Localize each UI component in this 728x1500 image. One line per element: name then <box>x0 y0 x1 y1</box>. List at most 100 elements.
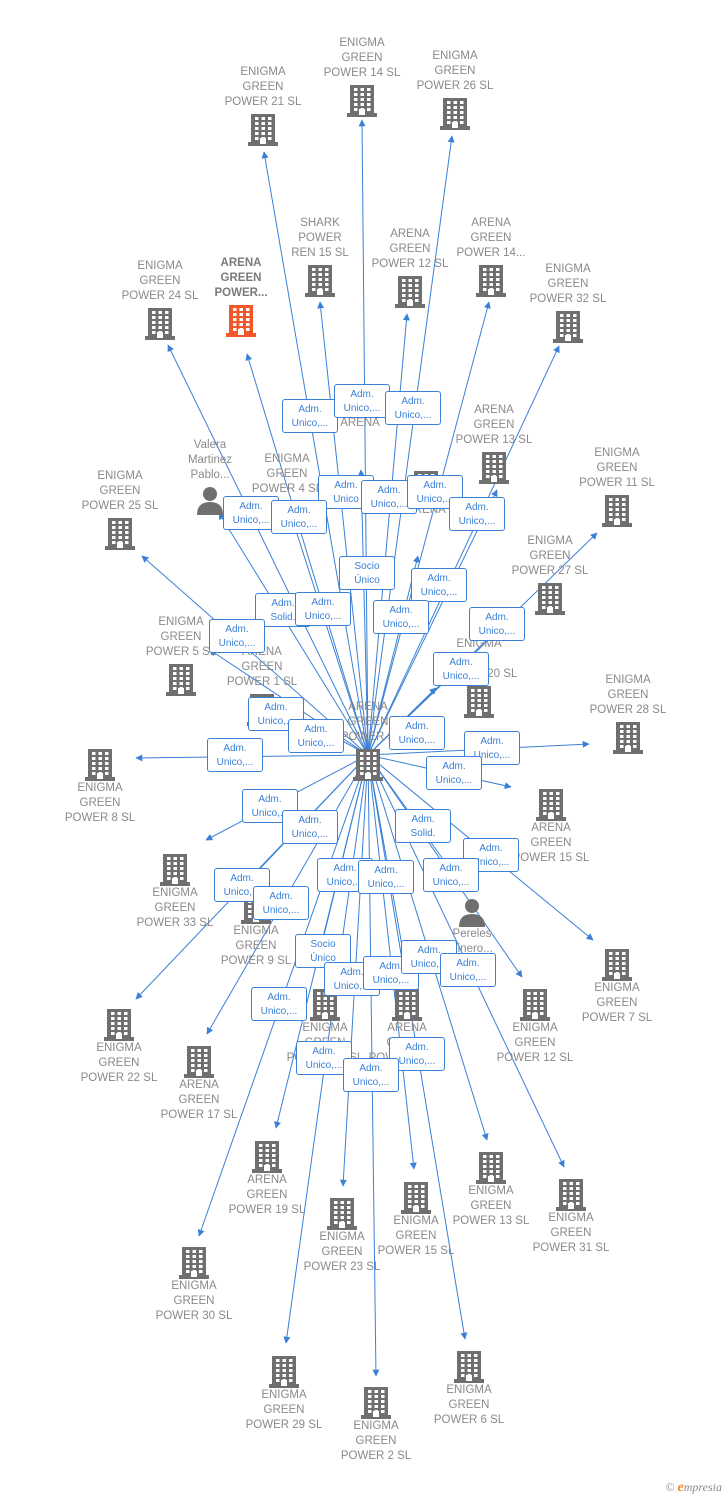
node-n27[interactable]: ENIGMA GREEN POWER 7 SL <box>562 945 672 1026</box>
node-n35[interactable]: ENIGMA GREEN POWER 15 SL <box>361 1178 471 1259</box>
node-n4[interactable]: SHARK POWER REN 15 SL <box>265 216 375 297</box>
node-n2[interactable]: ENIGMA GREEN POWER 14 SL <box>307 36 417 117</box>
node-n41[interactable]: ENIGMA GREEN POWER 6 SL <box>414 1347 524 1428</box>
node-label: ENIGMA GREEN POWER 31 SL <box>532 1212 610 1254</box>
relation-label-r14[interactable]: Adm. Unico,... <box>209 619 265 653</box>
node-n12[interactable]: Valera Martinez Pablo... <box>155 438 265 515</box>
node-n36[interactable]: ENIGMA GREEN POWER 13 SL <box>436 1148 546 1229</box>
node-n26[interactable]: Pereles Linero... <box>417 895 527 957</box>
node-n38[interactable]: ENIGMA GREEN POWER 30 SL <box>139 1243 249 1324</box>
person-icon <box>459 899 485 927</box>
relation-label-r20[interactable]: Adm. Unico,... <box>389 716 445 750</box>
building-icon <box>166 664 196 696</box>
building-icon <box>464 686 494 718</box>
building-icon <box>536 789 566 821</box>
copyright-mark: © <box>665 1480 675 1494</box>
node-label: ARENA GREEN POWER 14... <box>456 217 526 259</box>
relation-label-r26[interactable]: Adm. Solid. <box>395 809 451 843</box>
node-n24[interactable]: ENIGMA GREEN POWER 33 SL <box>120 850 230 931</box>
node-n22[interactable]: ENIGMA GREEN POWER 8 SL <box>45 745 155 826</box>
node-label: ARENA GREEN POWER 15 SL <box>512 822 590 864</box>
node-center[interactable]: ARENA GREEN POWER S <box>313 700 423 781</box>
building-icon <box>476 265 506 297</box>
node-n28[interactable]: ENIGMA GREEN POWER 22 SL <box>64 1005 174 1086</box>
building-icon <box>252 1141 282 1173</box>
node-n39[interactable]: ENIGMA GREEN POWER 29 SL <box>229 1352 339 1433</box>
node-label: ENIGMA GREEN POWER 12 SL <box>496 1022 574 1064</box>
relation-label-r21[interactable]: Adm. Unico,... <box>207 738 263 772</box>
relation-label-r3[interactable]: Adm. Unico,... <box>385 391 441 425</box>
relation-label-r25[interactable]: Adm. Unico,... <box>282 810 338 844</box>
relation-label-r9[interactable]: Adm. Unico,... <box>449 497 505 531</box>
node-n23[interactable]: ARENA GREEN POWER 15 SL <box>496 785 606 866</box>
node-label: ENIGMA GREEN POWER 22 SL <box>80 1042 158 1084</box>
node-label: ENIGMA GREEN POWER 2 SL <box>340 1420 412 1462</box>
node-n17[interactable]: ENIGMA GREEN POWER 27 SL <box>495 534 605 615</box>
relation-label-r32[interactable]: Adm. Unico,... <box>423 858 479 892</box>
node-n21[interactable]: ENIGMA GREEN POWER 28 SL <box>573 673 683 754</box>
node-label: ENIGMA GREEN POWER 29 SL <box>245 1389 323 1431</box>
node-label: ENIGMA GREEN POWER 15 SL <box>377 1215 455 1257</box>
edge-n10 <box>357 469 369 756</box>
relation-label-r29[interactable]: Adm. Unico,... <box>253 886 309 920</box>
edge-n11 <box>367 489 498 756</box>
node-n16[interactable]: ENIGMA GREEN POWER 25 SL <box>65 469 175 550</box>
edge-n13 <box>288 511 369 756</box>
node-n15[interactable]: ENIGMA GREEN POWER 11 SL <box>562 446 672 527</box>
node-n32[interactable]: ENIGMA GREEN POWER 12 SL <box>480 985 590 1066</box>
node-n33[interactable]: ARENA GREEN POWER 19 SL <box>212 1137 322 1218</box>
relation-label-r27[interactable]: Adm. Unico,... <box>463 838 519 872</box>
node-n8[interactable]: ARENA GREEN POWER... <box>186 256 296 337</box>
node-n29[interactable]: ARENA GREEN POWER 17 SL <box>144 1042 254 1123</box>
building-icon <box>520 989 550 1021</box>
relation-label-r8[interactable]: Adm. Unico,... <box>271 500 327 534</box>
building-icon <box>145 308 175 340</box>
node-label: ENIGMA GREEN POWER 32 SL <box>529 263 607 305</box>
node-label: ENIGMA GREEN POWER 28 SL <box>589 674 667 716</box>
node-n40[interactable]: ENIGMA GREEN POWER 2 SL <box>321 1383 431 1464</box>
node-label: ENIGMA GREEN POWER 14 SL <box>323 37 401 79</box>
node-n11[interactable]: ARENA GREEN POWER 13 SL <box>439 403 549 484</box>
relation-label-r40[interactable]: Adm. Unico,... <box>296 1041 352 1075</box>
node-n7[interactable]: ENIGMA GREEN POWER 24 SL <box>105 259 215 340</box>
relation-label-r15[interactable]: Adm. Unico,... <box>373 600 429 634</box>
node-label: ENIGMA GREEN POWER 6 SL <box>433 1384 505 1426</box>
node-n9[interactable]: ENIGMA GREEN POWER 32 SL <box>513 262 623 343</box>
node-label: ENIGMA GREEN POWER 5 SL <box>145 616 216 658</box>
relation-label-r38[interactable]: Adm. Unico,... <box>251 987 307 1021</box>
edge-n4 <box>317 301 369 756</box>
relation-label-r17[interactable]: Adm. Unico,... <box>433 652 489 686</box>
person-icon <box>197 487 223 515</box>
edge-n12 <box>218 512 369 756</box>
relation-label-r41[interactable]: Adm. Unico,... <box>343 1058 399 1092</box>
node-n3[interactable]: ENIGMA GREEN POWER 26 SL <box>400 49 510 130</box>
node-label: ENIGMA GREEN POWER 11 SL <box>579 447 655 489</box>
node-label: ARENA GREEN POWER 19 SL <box>228 1174 306 1216</box>
building-icon <box>602 495 632 527</box>
relation-label-r23[interactable]: Adm. Unico,... <box>426 756 482 790</box>
node-n18[interactable]: ENIGMA GREEN POWER 5 SL <box>126 615 236 696</box>
node-label: ARENA GREEN POWER 17 SL <box>160 1079 238 1121</box>
relation-label-r1[interactable]: Adm. Unico,... <box>282 399 338 433</box>
node-n5[interactable]: ARENA GREEN POWER 12 SL <box>355 227 465 308</box>
relation-label-r37[interactable]: Adm. Unico,... <box>440 953 496 987</box>
node-n37[interactable]: ENIGMA GREEN POWER 31 SL <box>516 1175 626 1256</box>
node-n20[interactable]: ENIGMA N POWER 20 SL <box>424 637 534 718</box>
edge-n14 <box>367 555 420 756</box>
node-n6[interactable]: ARENA GREEN POWER 14... <box>436 216 546 297</box>
relation-label-r16[interactable]: Adm. Unico,... <box>469 607 525 641</box>
empresia-brand[interactable]: © empresia <box>665 1480 722 1496</box>
node-label: ARENA GREEN POWER 13 SL <box>455 404 533 446</box>
node-label: ENIGMA GREEN POWER 9 SL <box>220 925 292 967</box>
node-n1[interactable]: ENIGMA GREEN POWER 21 SL <box>208 65 318 146</box>
node-n34[interactable]: ENIGMA GREEN POWER 23 SL <box>287 1194 397 1275</box>
relation-label-r10[interactable]: Socio Único <box>339 556 395 590</box>
relation-label-r12[interactable]: Adm. Unico,... <box>295 592 351 626</box>
relation-label-r31[interactable]: Adm. Unico,... <box>358 860 414 894</box>
relation-label-r13[interactable]: Adm. Unico,... <box>411 568 467 602</box>
relation-label-r2[interactable]: Adm. Unico,... <box>334 384 390 418</box>
relation-label-r19[interactable]: Adm. Unico,... <box>288 719 344 753</box>
node-label: ENIGMA GREEN POWER 4 SL <box>251 453 323 495</box>
